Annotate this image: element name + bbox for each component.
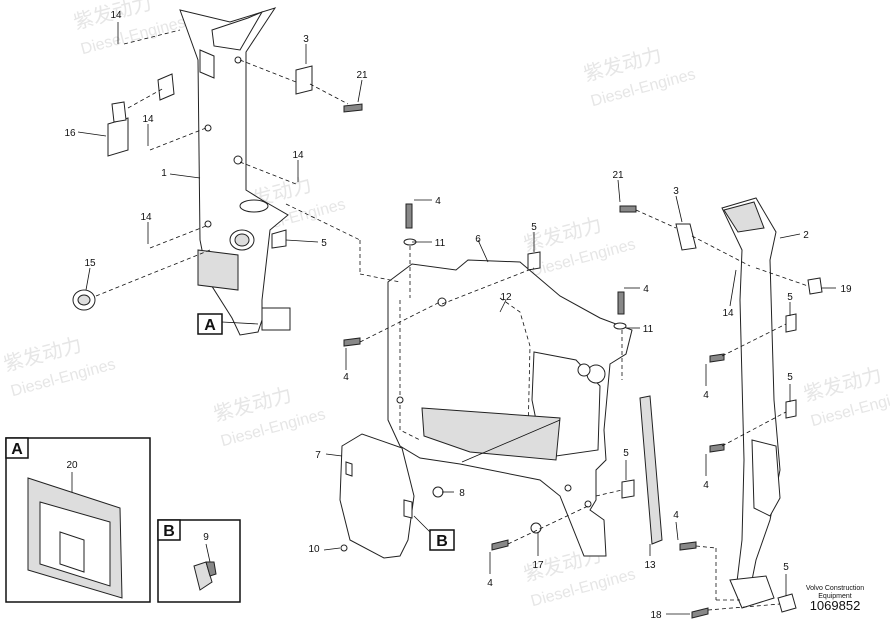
callout-11: 11 (435, 238, 446, 249)
callout-17: 17 (532, 560, 544, 571)
cover-plate-part (339, 433, 415, 559)
strip-part (639, 395, 663, 545)
callout-2: 2 (803, 230, 809, 241)
callout-16: 16 (64, 128, 76, 139)
brand-line-1: Volvo Construction (805, 585, 865, 592)
callout-5: 5 (623, 448, 629, 459)
view-label-a: A (197, 313, 223, 335)
cap-part (72, 289, 96, 311)
callout-10: 10 (308, 544, 320, 555)
view-label-a-text: A (204, 317, 216, 334)
right-pillar-part (721, 197, 781, 609)
callout-4: 4 (673, 510, 679, 521)
callout-3: 3 (673, 186, 679, 197)
callout-4: 4 (643, 284, 649, 295)
callout-14: 14 (140, 212, 152, 223)
callout-14: 14 (142, 114, 154, 125)
callout-21: 21 (356, 70, 368, 81)
inset-b-label: B (163, 523, 175, 540)
callout-5: 5 (531, 222, 537, 233)
handle-part (107, 73, 175, 157)
callout-5: 5 (787, 292, 793, 303)
callout-6: 6 (475, 234, 481, 245)
callout-12: 12 (500, 292, 512, 303)
centre-panel-part (387, 259, 633, 557)
callout-18: 18 (650, 610, 662, 621)
callout-4: 4 (487, 578, 493, 589)
callout-1: 1 (161, 168, 167, 179)
inset-b: B 9 (157, 519, 241, 603)
callout-15: 15 (84, 258, 96, 269)
watermark: 紫发动力 Diesel-Engines (1, 333, 117, 400)
view-label-b-text: B (436, 533, 448, 550)
inset-a: A 20 (5, 437, 151, 603)
callout-3: 3 (303, 34, 309, 45)
callout-5: 5 (787, 372, 793, 383)
callout-7: 7 (315, 450, 321, 461)
watermark: 紫发动力 Diesel-Engines (801, 363, 890, 430)
callout-4: 4 (435, 196, 441, 207)
callout-4: 4 (343, 372, 349, 383)
left-pillar-part (179, 7, 291, 336)
view-label-b: B (429, 529, 455, 551)
brand-line-2: Equipment (818, 593, 852, 600)
callout-14: 14 (110, 10, 122, 21)
callout-20: 20 (66, 460, 78, 471)
watermark: 紫发动力 Diesel-Engines (581, 43, 697, 110)
callout-5: 5 (321, 238, 327, 249)
drawing-number: 1069852 (809, 598, 861, 613)
inset-a-label: A (11, 441, 23, 458)
callout-8: 8 (459, 488, 465, 499)
callouts: 14 3 21 16 14 1 14 14 5 15 4 11 6 5 12 4… (64, 10, 852, 621)
callout-4: 4 (703, 480, 709, 491)
watermark: 紫发动力 Diesel-Engines (521, 543, 637, 610)
callout-11: 11 (643, 324, 654, 335)
callout-13: 13 (644, 560, 656, 571)
leader-lines (77, 22, 836, 615)
fasteners (271, 65, 823, 619)
watermark: 紫发动力 Diesel-Engines (521, 213, 637, 280)
watermark: 紫发动力 Diesel-Engines (71, 0, 187, 58)
callout-4: 4 (703, 390, 709, 401)
callout-5: 5 (783, 562, 789, 573)
callout-14: 14 (722, 308, 734, 319)
watermark: 紫发动力 Diesel-Engines (211, 383, 327, 450)
brand-caption: Volvo Construction Equipment (800, 585, 870, 601)
callout-21: 21 (612, 170, 624, 181)
callout-19: 19 (840, 284, 852, 295)
callout-9: 9 (203, 532, 209, 543)
callout-14: 14 (292, 150, 304, 161)
